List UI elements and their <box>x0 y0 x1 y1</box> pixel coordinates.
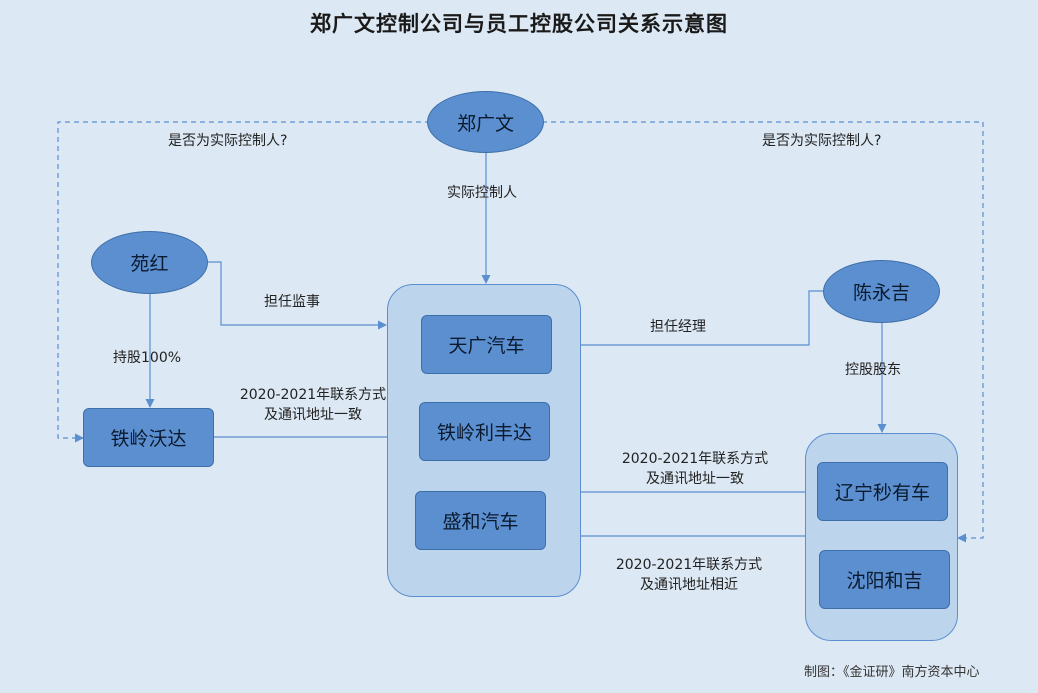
label-actual-controller-question-right: 是否为实际控制人? <box>762 133 882 149</box>
edge-contact-same-right <box>553 487 818 521</box>
label-contact-similar-line1: 2020-2021年联系方式 <box>615 557 763 573</box>
label-contact-same-right-line1: 2020-2021年联系方式 <box>621 451 769 467</box>
node-tieling-lifengda: 铁岭利丰达 <box>419 402 550 461</box>
label-holding-100: 持股100% <box>113 350 182 366</box>
label-contact-same-right-line2: 及通讯地址一致 <box>646 471 744 487</box>
node-yuan-hong: 苑红 <box>91 231 208 294</box>
node-zheng-guangwen: 郑广文 <box>427 91 544 153</box>
label-contact-same-left: 2020-2021年联系方式 及通讯地址一致 <box>228 385 398 425</box>
label-actual-controller: 实际控制人 <box>447 185 517 201</box>
node-shenghe-auto: 盛和汽车 <box>415 491 546 550</box>
dashed-line-right <box>542 121 984 543</box>
label-controlling-shareholder: 控股股东 <box>845 362 901 378</box>
label-contact-similar-line2: 及通讯地址相近 <box>640 577 738 593</box>
label-manager: 担任经理 <box>650 319 706 335</box>
node-chen-yongji: 陈永吉 <box>823 260 940 323</box>
label-contact-same-right: 2020-2021年联系方式 及通讯地址一致 <box>610 449 780 489</box>
node-tieling-woda: 铁岭沃达 <box>83 408 214 467</box>
edge-manager <box>552 290 823 350</box>
node-tianguang-auto: 天广汽车 <box>421 315 552 374</box>
label-supervisor: 担任监事 <box>264 294 320 310</box>
label-contact-same-left-line1: 2020-2021年联系方式 <box>239 387 387 403</box>
label-actual-controller-question-left: 是否为实际控制人? <box>168 133 288 149</box>
diagram-title: 郑广文控制公司与员工控股公司关系示意图 <box>310 12 728 36</box>
label-contact-same-left-line2: 及通讯地址一致 <box>264 407 362 423</box>
credit-text: 制图：《金证研》南方资本中心 <box>804 665 980 680</box>
node-shenyang-heji: 沈阳和吉 <box>819 550 950 609</box>
edge-supervisor <box>207 261 387 330</box>
label-contact-similar: 2020-2021年联系方式 及通讯地址相近 <box>604 555 774 595</box>
node-liaoning-miaoyouche: 辽宁秒有车 <box>817 462 948 521</box>
